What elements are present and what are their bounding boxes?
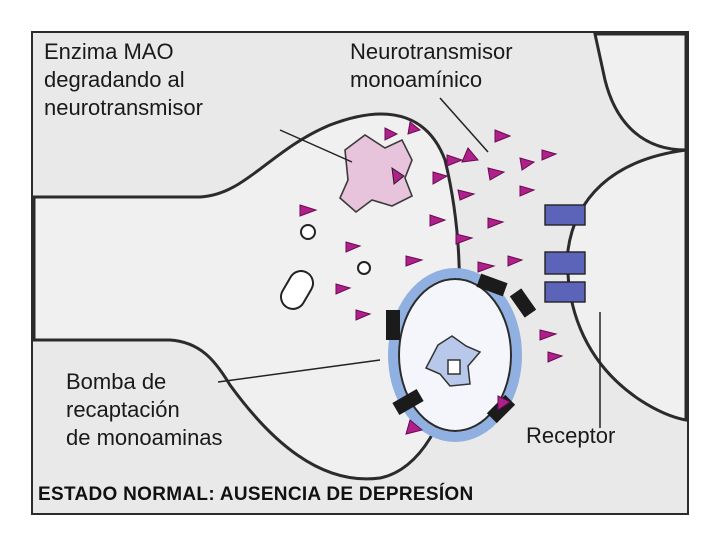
reuptake-pump (386, 310, 400, 340)
receptor-protein (545, 205, 585, 225)
receptor-label: Receptor (526, 424, 615, 448)
pump-label-line-1: Bomba de (66, 370, 166, 394)
pump-label-line-3: de monoaminas (66, 426, 223, 450)
vesicle-small (358, 262, 370, 274)
vesicle-enzyme-core (448, 360, 460, 374)
vesicle-small (301, 225, 315, 239)
pump-label-line-2: recaptación (66, 398, 180, 422)
receptors (545, 205, 585, 302)
mao-label-line-2: degradando al (44, 68, 185, 92)
mao-label-line-3: neurotransmisor (44, 96, 203, 120)
neurotransmitter-label-line-1: Neurotransmisor (350, 40, 513, 64)
receptor-protein (545, 282, 585, 302)
figure-caption: ESTADO NORMAL: AUSENCIA DE DEPRESÍON (38, 484, 474, 506)
neurotransmitter-label-line-2: monoamínico (350, 68, 482, 92)
mao-enzyme (340, 135, 412, 212)
receptor-protein (545, 252, 585, 274)
mao-label-line-1: Enzima MAO (44, 40, 174, 64)
